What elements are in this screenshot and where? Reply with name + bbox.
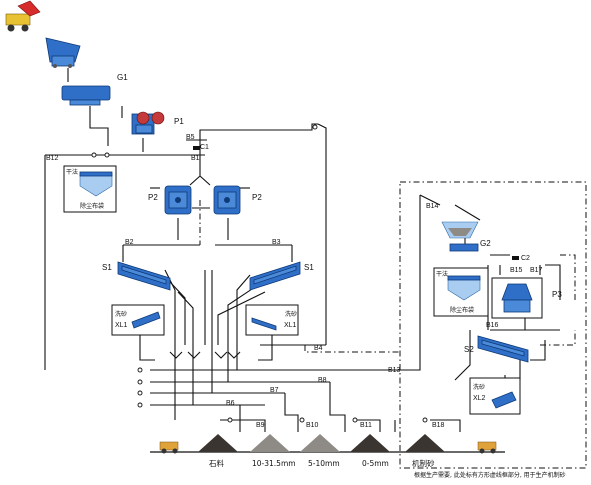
sand-module-boundary [304, 181, 587, 469]
label-g2: G2 [480, 239, 491, 248]
label-b12: B12 [46, 155, 59, 162]
conveyor-lines [44, 68, 561, 432]
vibrating-screen-s1-left [117, 261, 171, 291]
buffer-hopper [441, 221, 479, 239]
label-b6: B6 [226, 400, 235, 407]
label-c1: C1 [200, 144, 209, 151]
label-s1-left: S1 [102, 263, 112, 272]
label-ballast: 石料 [209, 458, 224, 468]
label-xl1-right: XL1 [284, 322, 297, 329]
sand-washer-xl2 [469, 377, 521, 415]
vibrating-screen-s1-right [249, 261, 301, 291]
label-dust-right: 除尘布袋 [450, 306, 474, 314]
label-b3: B3 [272, 239, 281, 246]
feeder-g2 [449, 243, 479, 252]
label-p3: P3 [552, 290, 562, 299]
label-washer-left: 洗砂 [115, 310, 127, 318]
label-b15: B15 [510, 267, 523, 274]
vibrating-feeder-g1 [61, 85, 111, 106]
label-size-3: 0-5mm [362, 459, 389, 468]
dump-truck [5, 0, 41, 32]
label-size-1: 10-31.5mm [252, 459, 296, 468]
label-g1: G1 [117, 73, 128, 82]
label-b4: B4 [314, 345, 323, 352]
label-b18: B18 [432, 422, 445, 429]
label-b14: B14 [426, 203, 439, 210]
label-b1: B1 [191, 155, 200, 162]
label-xl1-left: XL1 [115, 322, 128, 329]
dust-collector-right [433, 267, 489, 317]
label-b7: B7 [270, 387, 279, 394]
label-xl2: XL2 [473, 395, 486, 402]
label-p1: P1 [174, 117, 184, 126]
jaw-crusher-p1 [131, 111, 165, 135]
cone-crusher-p2-left [164, 185, 192, 215]
label-b2: B2 [125, 239, 134, 246]
label-p2-right: P2 [252, 193, 262, 202]
label-b11: B11 [360, 422, 372, 429]
loader-left [159, 441, 179, 454]
loader-right [477, 441, 497, 454]
label-b16: B16 [486, 322, 499, 329]
label-size-2: 5-10mm [308, 459, 340, 468]
vibrating-screen-s2 [477, 335, 529, 363]
sand-washer-xl1-right [245, 304, 299, 336]
label-b5: B5 [186, 134, 195, 141]
footnote: 根据生产需要, 此处标有方形虚线框部分, 用于生产机制砂 [414, 471, 566, 479]
magnet-c2 [512, 256, 519, 260]
raw-material-hopper [45, 37, 81, 68]
connection-points [91, 124, 428, 423]
vsi-crusher-p3 [491, 277, 543, 319]
sand-washer-xl1-left [111, 304, 165, 336]
label-dust-left: 除尘布袋 [80, 202, 104, 210]
label-b13: B13 [388, 367, 401, 374]
label-c2: C2 [521, 255, 530, 262]
label-s1-right: S1 [304, 263, 314, 272]
label-b17: B17 [530, 267, 543, 274]
magnet-c1 [193, 146, 200, 150]
label-b9: B9 [256, 422, 265, 429]
cone-crusher-p2-right [213, 185, 241, 215]
label-b8: B8 [318, 377, 327, 384]
label-dry-right: 干法 [436, 270, 448, 278]
label-washer-xl2: 洗砂 [473, 383, 485, 391]
label-s2: S2 [464, 345, 474, 354]
label-sand: 机制砂 [412, 458, 435, 468]
label-dry-left: 干法 [66, 168, 78, 176]
label-washer-right: 洗砂 [285, 310, 297, 318]
dust-collector-left [63, 165, 117, 213]
stockpiles [198, 434, 445, 452]
label-b10: B10 [306, 422, 319, 429]
label-p2-left: P2 [148, 193, 158, 202]
junction-diverters [169, 351, 241, 359]
